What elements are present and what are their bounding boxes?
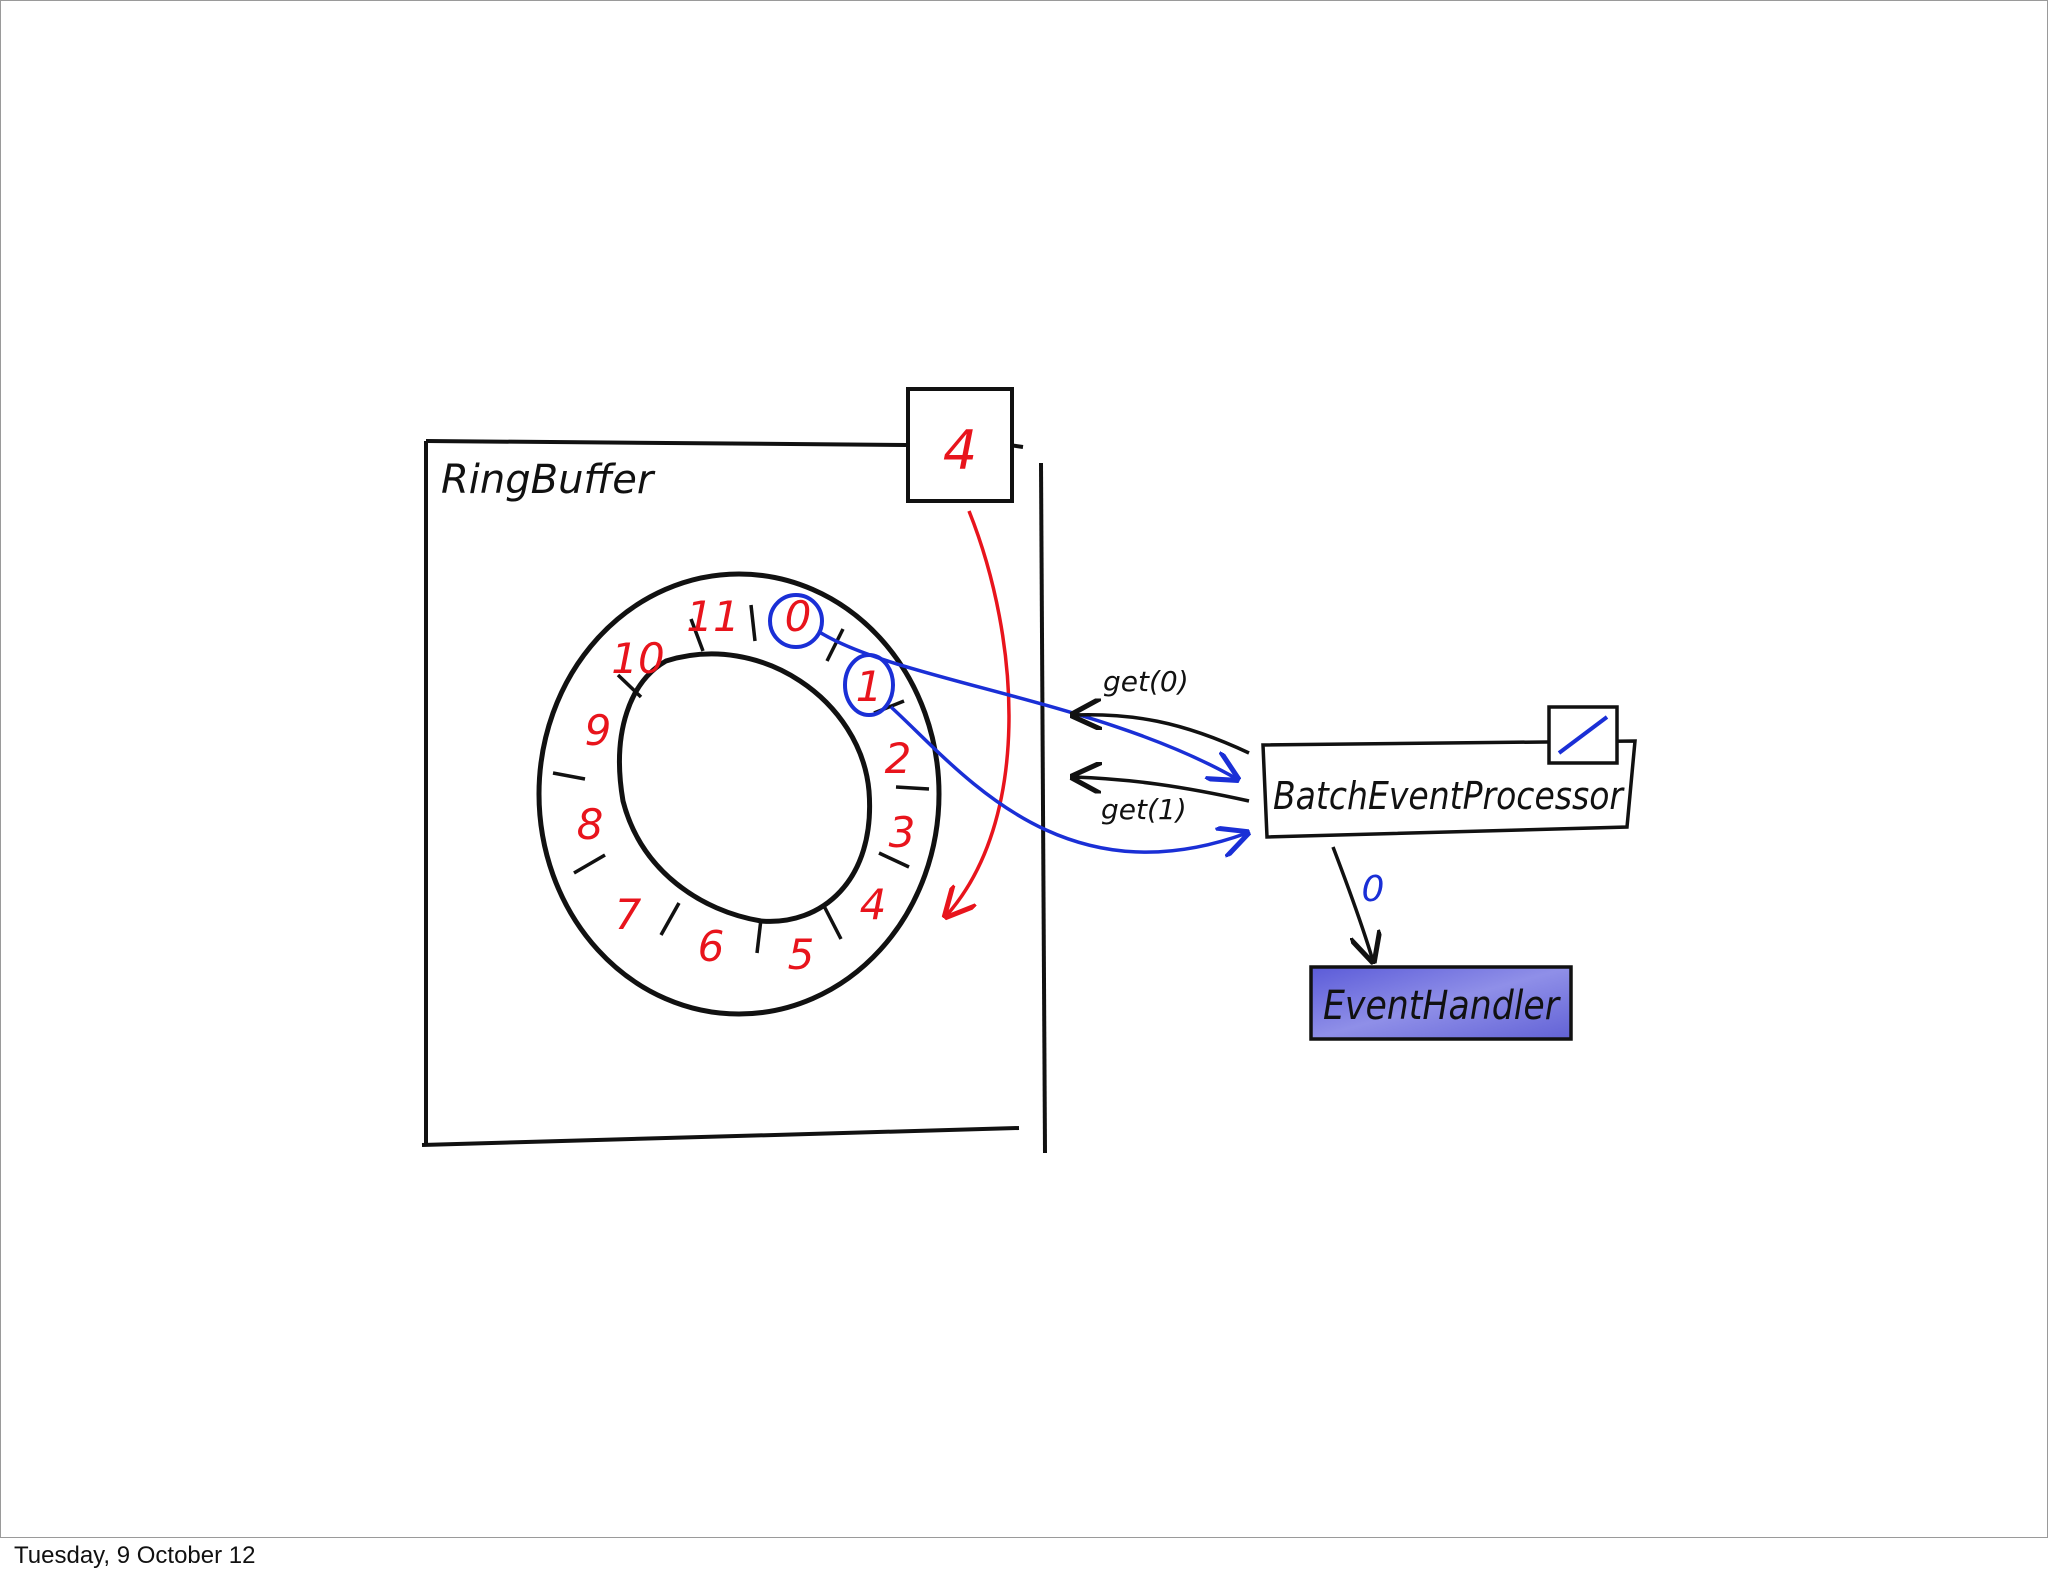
processor-box — [1261, 705, 1637, 839]
slot-4: 4 — [860, 880, 887, 929]
get-0-label: get(0) — [1103, 665, 1189, 698]
cursor-box — [906, 387, 1014, 503]
footer-bar — [0, 1538, 2048, 1576]
slot-8: 8 — [577, 800, 604, 849]
get-1-label: get(1) — [1101, 793, 1187, 826]
slot-7: 7 — [615, 890, 642, 939]
slot-2: 2 — [885, 734, 912, 783]
slot-1: 1 — [856, 662, 883, 711]
slot-3: 3 — [889, 808, 916, 857]
event-1-arrow — [889, 705, 1247, 852]
slot-numbers: 0 1 2 3 4 5 6 7 8 9 10 11 — [577, 592, 916, 979]
slot-0: 0 — [785, 592, 812, 641]
ring-buffer-label: RingBuffer — [441, 457, 656, 503]
dispatch-arrow — [1331, 846, 1373, 961]
ring-buffer-diagram: RingBuffer 4 — [421, 387, 1637, 1154]
slot-9: 9 — [585, 706, 612, 755]
event-0-arrow — [820, 631, 1237, 779]
slot-11: 11 — [686, 592, 739, 641]
handler-box — [1309, 965, 1573, 1041]
slot-6: 6 — [698, 922, 725, 971]
slot-0-highlight — [768, 593, 824, 649]
processor-label: BatchEventProcessor — [1273, 774, 1625, 818]
cursor-value: 4 — [943, 419, 977, 482]
dispatch-value: 0 — [1362, 869, 1385, 910]
cursor-advance-arrow — [946, 510, 1011, 916]
handler-label: EventHandler — [1323, 983, 1561, 1029]
slide-canvas: RingBuffer 4 — [0, 0, 2048, 1538]
get-0-arrow — [1073, 715, 1250, 755]
get-1-arrow — [1073, 777, 1250, 803]
footer-date: Tuesday, 9 October 12 — [14, 1542, 256, 1569]
ring-buffer-box — [421, 439, 1047, 1154]
slot-10: 10 — [611, 634, 664, 683]
slot-5: 5 — [788, 930, 815, 979]
ring — [536, 571, 942, 1017]
